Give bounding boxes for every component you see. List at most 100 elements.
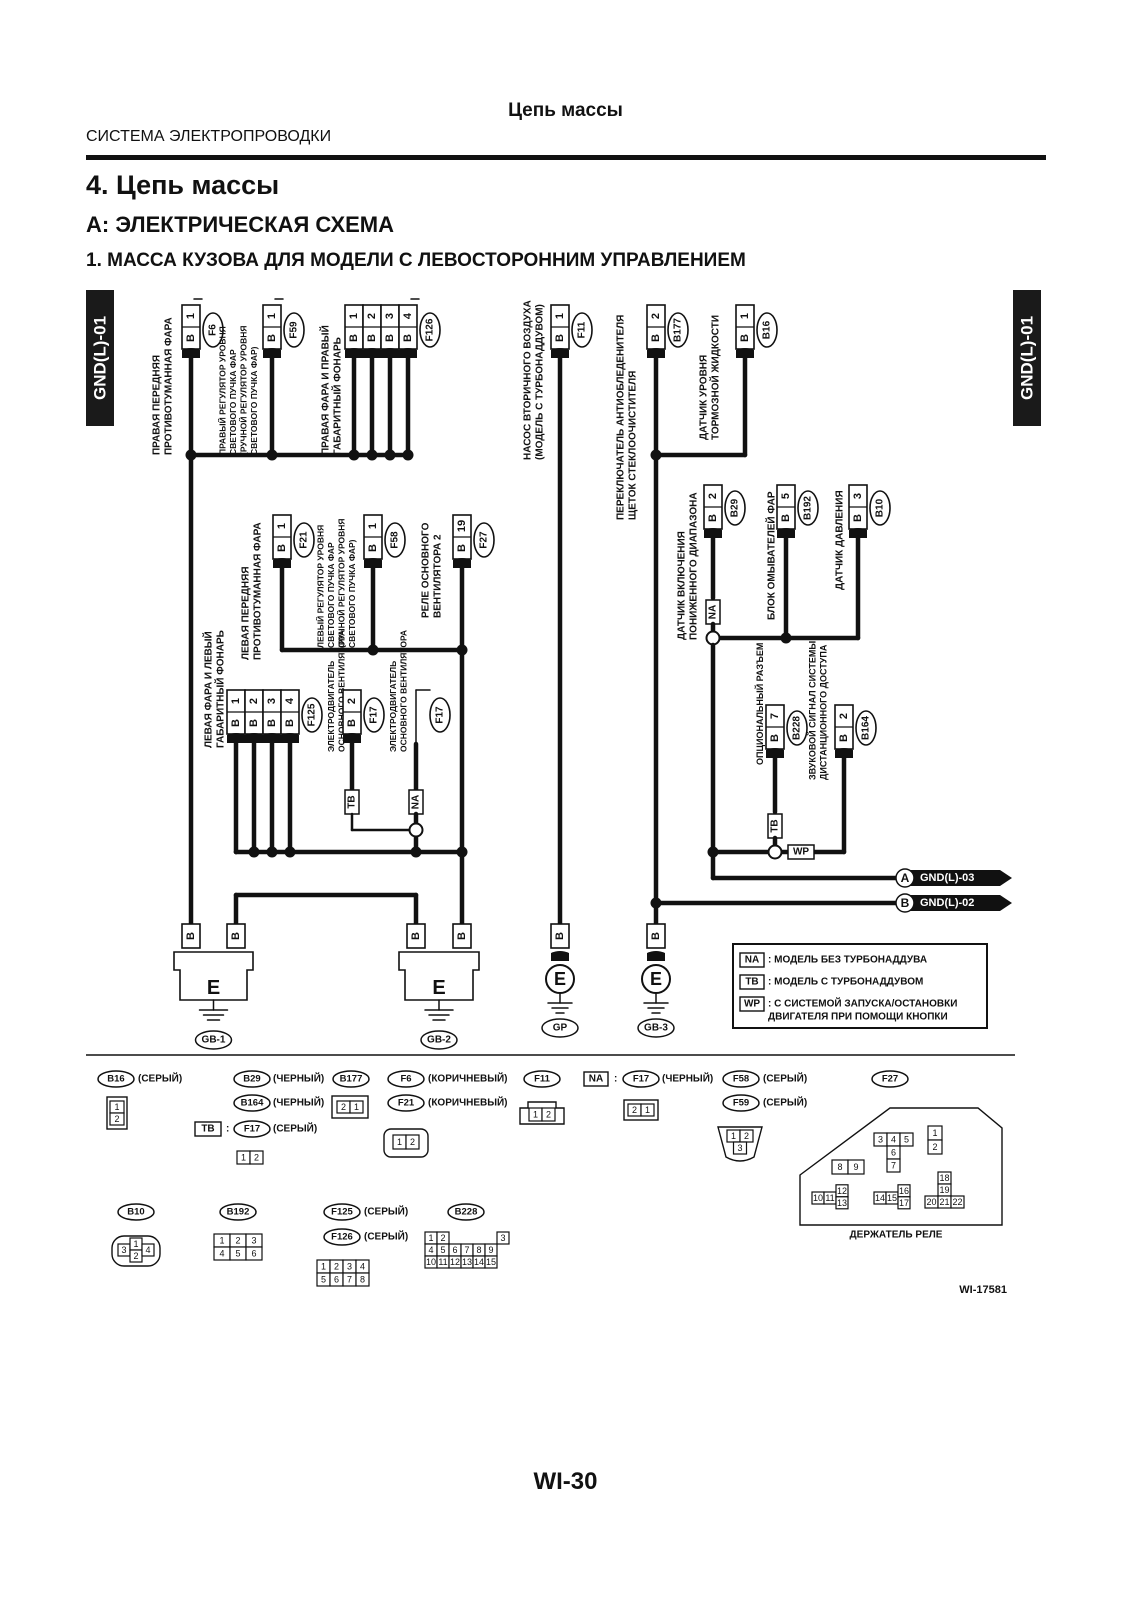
legend-tag-box <box>739 974 765 990</box>
cell-num: 6 <box>251 1249 256 1259</box>
connector-B16-id: B16 <box>756 312 778 348</box>
connector-lug <box>849 528 867 538</box>
splice-dot <box>185 449 197 461</box>
connector-lug <box>766 748 784 758</box>
wire-color: B <box>554 932 566 940</box>
connector-oval <box>523 1070 561 1088</box>
label-line: СВЕТОВОГО ПУЧКА ФАР) <box>347 539 357 648</box>
tag-tb-fan: TB <box>344 789 360 815</box>
connector-B10: 3B <box>848 484 868 530</box>
connector-B29: 2B <box>703 484 723 530</box>
ground-e: E <box>207 977 220 999</box>
connector-oval <box>797 490 819 526</box>
pin-number: 2 <box>346 698 358 704</box>
ground-pin: B <box>550 923 570 949</box>
connector-oval <box>722 1094 760 1112</box>
wire-color: B <box>367 544 379 552</box>
connector-lug <box>345 348 363 358</box>
connector-oval <box>473 522 495 558</box>
label-line: ПРАВЫЙ РЕГУЛЯТОР УРОВНЯ <box>216 326 227 455</box>
side-tab: GND(L)-01 <box>86 290 114 426</box>
connector-lug <box>453 558 471 568</box>
label-line: ЭЛЕКТРОДВИГАТЕЛЬ <box>326 661 336 752</box>
connector-B29-id: B29 <box>724 490 746 526</box>
cell-num: 1 <box>114 1102 119 1112</box>
connector-lug <box>182 348 200 358</box>
connector-oval <box>233 1120 271 1138</box>
label-line: (РУЧНОЙ РЕГУЛЯТОР УРОВНЯ <box>237 325 248 455</box>
view-f126-id: F126 <box>323 1228 361 1246</box>
connector-oval <box>283 312 305 348</box>
ground-pin <box>406 923 426 949</box>
cell-num: 14 <box>474 1257 484 1267</box>
view-tb-text: TB <box>201 1124 214 1135</box>
ground-pin <box>646 923 666 949</box>
connector-name: B177 <box>340 1074 363 1085</box>
cell-num: 3 <box>500 1233 505 1243</box>
label-line: ГАБАРИТНЫЙ ФОНАРЬ <box>331 337 344 455</box>
label-line: НАСОС ВТОРИЧНОГО ВОЗДУХА <box>523 300 534 460</box>
connector-F125-id: F125 <box>301 697 323 733</box>
tag-text: TB <box>347 795 358 808</box>
splice-dot <box>284 846 296 858</box>
connector-name: B29 <box>243 1074 260 1085</box>
legend-tag-box <box>739 952 765 968</box>
chapter-heading: 4. Цепь массы <box>86 170 280 200</box>
cell-num: 22 <box>952 1197 962 1207</box>
label-line: ДАТЧИК ВКЛЮЧЕНИЯ <box>677 531 688 640</box>
label-air-pump: НАСОС ВТОРИЧНОГО ВОЗДУХА(МОДЕЛЬ С ТУРБОН… <box>523 300 546 460</box>
link-label: GND(L)-03 <box>920 872 974 884</box>
ground-id-oval <box>194 1030 233 1050</box>
connector-lug <box>281 733 299 743</box>
ground-e: E <box>432 977 445 999</box>
cell-num: 1 <box>428 1233 433 1243</box>
legend-text: : МОДЕЛЬ БЕЗ ТУРБОНАДДУВА <box>768 955 927 966</box>
view-f125-id: F125 <box>323 1203 361 1221</box>
legend-text: : С СИСТЕМОЙ ЗАПУСКА/ОСТАНОВКИ <box>768 997 957 1010</box>
connector-name: F17 <box>633 1074 649 1085</box>
connector-name: F126 <box>331 1232 353 1243</box>
ground-id: GB-3 <box>644 1023 668 1034</box>
tag-text: NA <box>708 605 719 619</box>
connector-F6: 1B <box>181 304 201 350</box>
cell <box>899 1132 914 1147</box>
connector-F58: 1B <box>363 514 383 560</box>
connector-lug <box>343 733 361 743</box>
view-b177-id: B177 <box>332 1070 370 1088</box>
connector-oval <box>97 1070 135 1088</box>
connector-name: F126 <box>425 318 436 341</box>
cell-num: 3 <box>878 1135 883 1145</box>
wire-color: B <box>348 334 360 342</box>
view-f21-id: F21 <box>387 1094 425 1112</box>
cell-num: 3 <box>347 1262 352 1272</box>
cell-num: 17 <box>899 1198 909 1208</box>
view-b16-color: (СЕРЫЙ) <box>138 1072 182 1085</box>
cell <box>950 1195 965 1209</box>
legend-text: : МОДЕЛЬ С ТУРБОНАДДУВОМ <box>768 977 923 988</box>
connector-F17-tb: 2B <box>342 689 362 735</box>
cell-num: 3 <box>121 1245 126 1255</box>
pin-number: 4 <box>402 312 414 319</box>
legend-tag: TB <box>745 977 758 988</box>
connector-B164: 2B <box>834 704 854 750</box>
legend-tag: WP <box>744 999 760 1010</box>
splice-dot <box>367 644 379 656</box>
pin-number: 1 <box>367 523 379 529</box>
pin-number: 7 <box>769 713 781 719</box>
connector-F59: 1B <box>262 304 282 350</box>
connector-lug <box>227 733 245 743</box>
connector-oval <box>447 1203 485 1221</box>
splice-dot <box>348 449 360 461</box>
cell-num: 16 <box>899 1186 909 1196</box>
connector-oval <box>332 1070 370 1088</box>
connector-name: B164 <box>241 1098 264 1109</box>
